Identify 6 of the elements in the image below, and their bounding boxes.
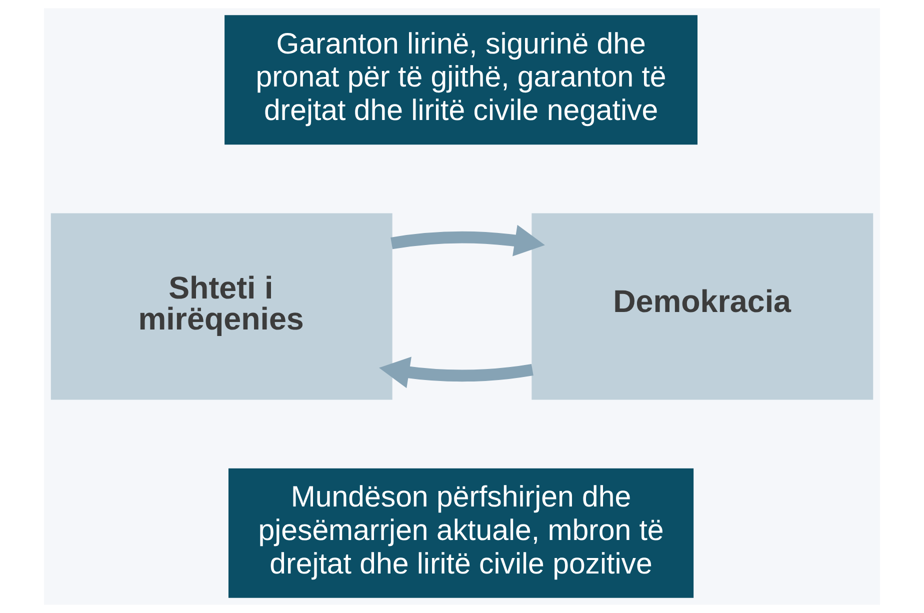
node-box: Garanton lirinë, sigurinë dhe pronat për të gjithë, garanton të drejtat dhe liritë civile negative bbox=[224, 15, 698, 145]
node-box: Shteti i mirëqenies bbox=[50, 213, 392, 400]
arrow bbox=[379, 356, 534, 388]
node-box: Demokracia bbox=[532, 213, 874, 400]
arrow bbox=[390, 224, 545, 256]
node-box: Mundëson përfshirjen dhe pjesëmarrjen aktuale, mbron të drejtat dhe liritë civile pozitive bbox=[228, 468, 694, 598]
